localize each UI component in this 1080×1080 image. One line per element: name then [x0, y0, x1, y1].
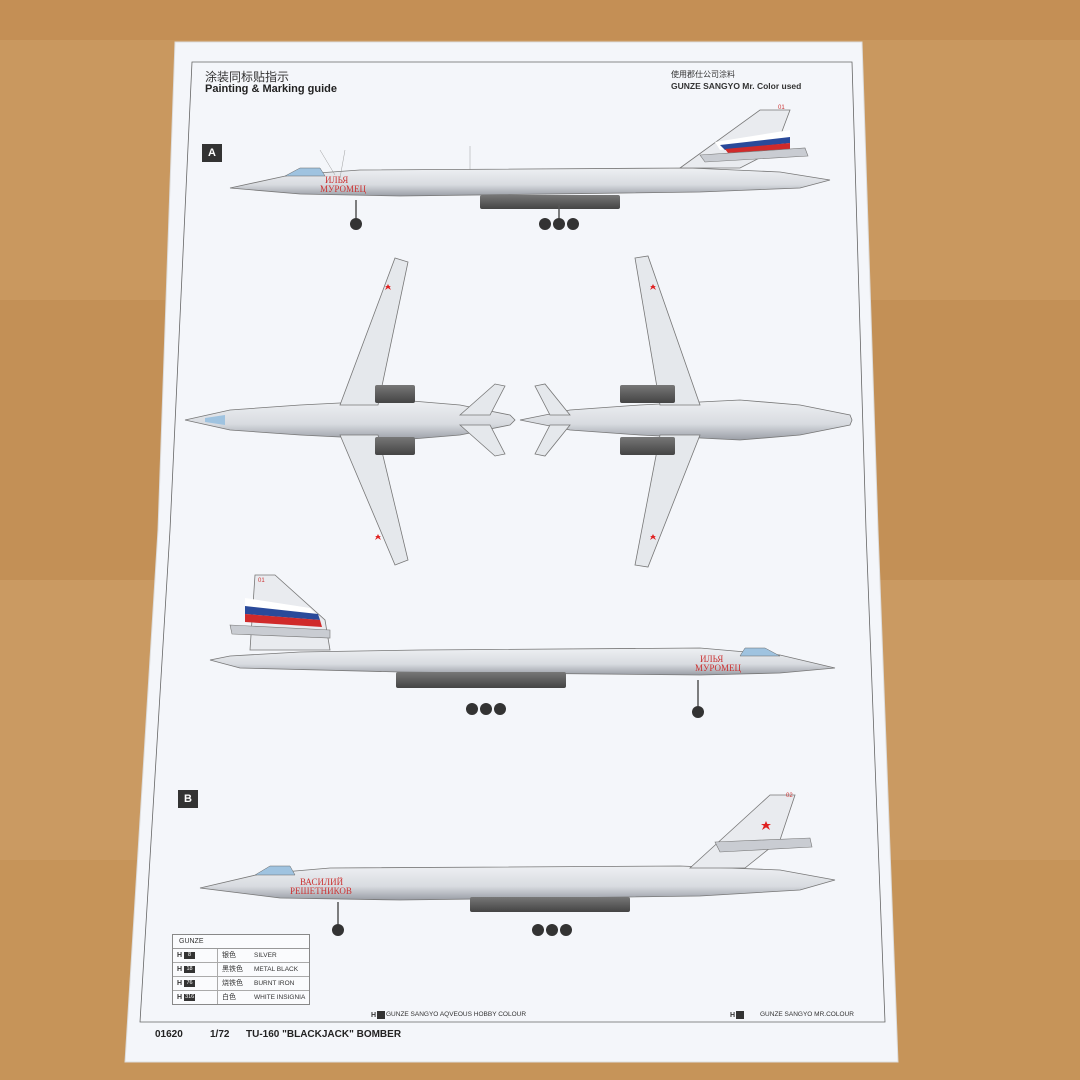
aircraft-name-b-line1: ВАСИЛИЙ: [300, 877, 344, 887]
aircraft-name-a1-line2: МУРОМЕЦ: [320, 184, 366, 194]
guide-title-cn: 涂装同标贴指示: [205, 70, 290, 84]
tail-number-b: 02: [786, 793, 793, 799]
aircraft-name-a2-line1: ИЛЬЯ: [700, 654, 723, 664]
scheme-b-badge: B: [178, 790, 198, 808]
aircraft-name-a2-line2: МУРОМЕЦ: [695, 663, 741, 673]
tail-number-a2: 01: [258, 578, 265, 584]
side-view-b: ВАСИЛИЙ РЕШЕТНИКОВ 02: [199, 793, 836, 936]
foot-right-text: GUNZE SANGYO MR.COLOUR: [760, 1011, 854, 1018]
aircraft-name-a1-line1: ИЛЬЯ: [325, 175, 348, 185]
paint-brand-cn: 使用郡仕公司涂料: [671, 70, 735, 79]
kit-scale: 1/72: [210, 1029, 230, 1040]
foot-left-code: H: [371, 1011, 386, 1019]
paint-brand-en: GUNZE SANGYO Mr. Color used: [671, 81, 802, 91]
bottom-view: [519, 255, 853, 568]
guide-title-en: Painting & Marking guide: [205, 83, 338, 95]
kit-name: TU-160 "BLACKJACK" BOMBER: [246, 1029, 402, 1040]
tail-number-a1: 01: [778, 105, 785, 111]
kit-code: 01620: [155, 1029, 183, 1040]
top-view-upper: [184, 257, 516, 566]
foot-left-text: GUNZE SANGYO AQVEOUS HOBBY COLOUR: [386, 1011, 527, 1018]
foot-right-code: H: [730, 1011, 745, 1019]
legend-header: GUNZE: [173, 935, 309, 949]
aircraft-name-b-line2: РЕШЕТНИКОВ: [290, 886, 352, 896]
side-view-a2: ИЛЬЯ МУРОМЕЦ 01: [209, 574, 836, 718]
scheme-a-badge: A: [202, 144, 222, 162]
wood-plank: [0, 0, 1080, 40]
side-view-a1: ИЛЬЯ МУРОМЕЦ 01: [229, 105, 831, 230]
